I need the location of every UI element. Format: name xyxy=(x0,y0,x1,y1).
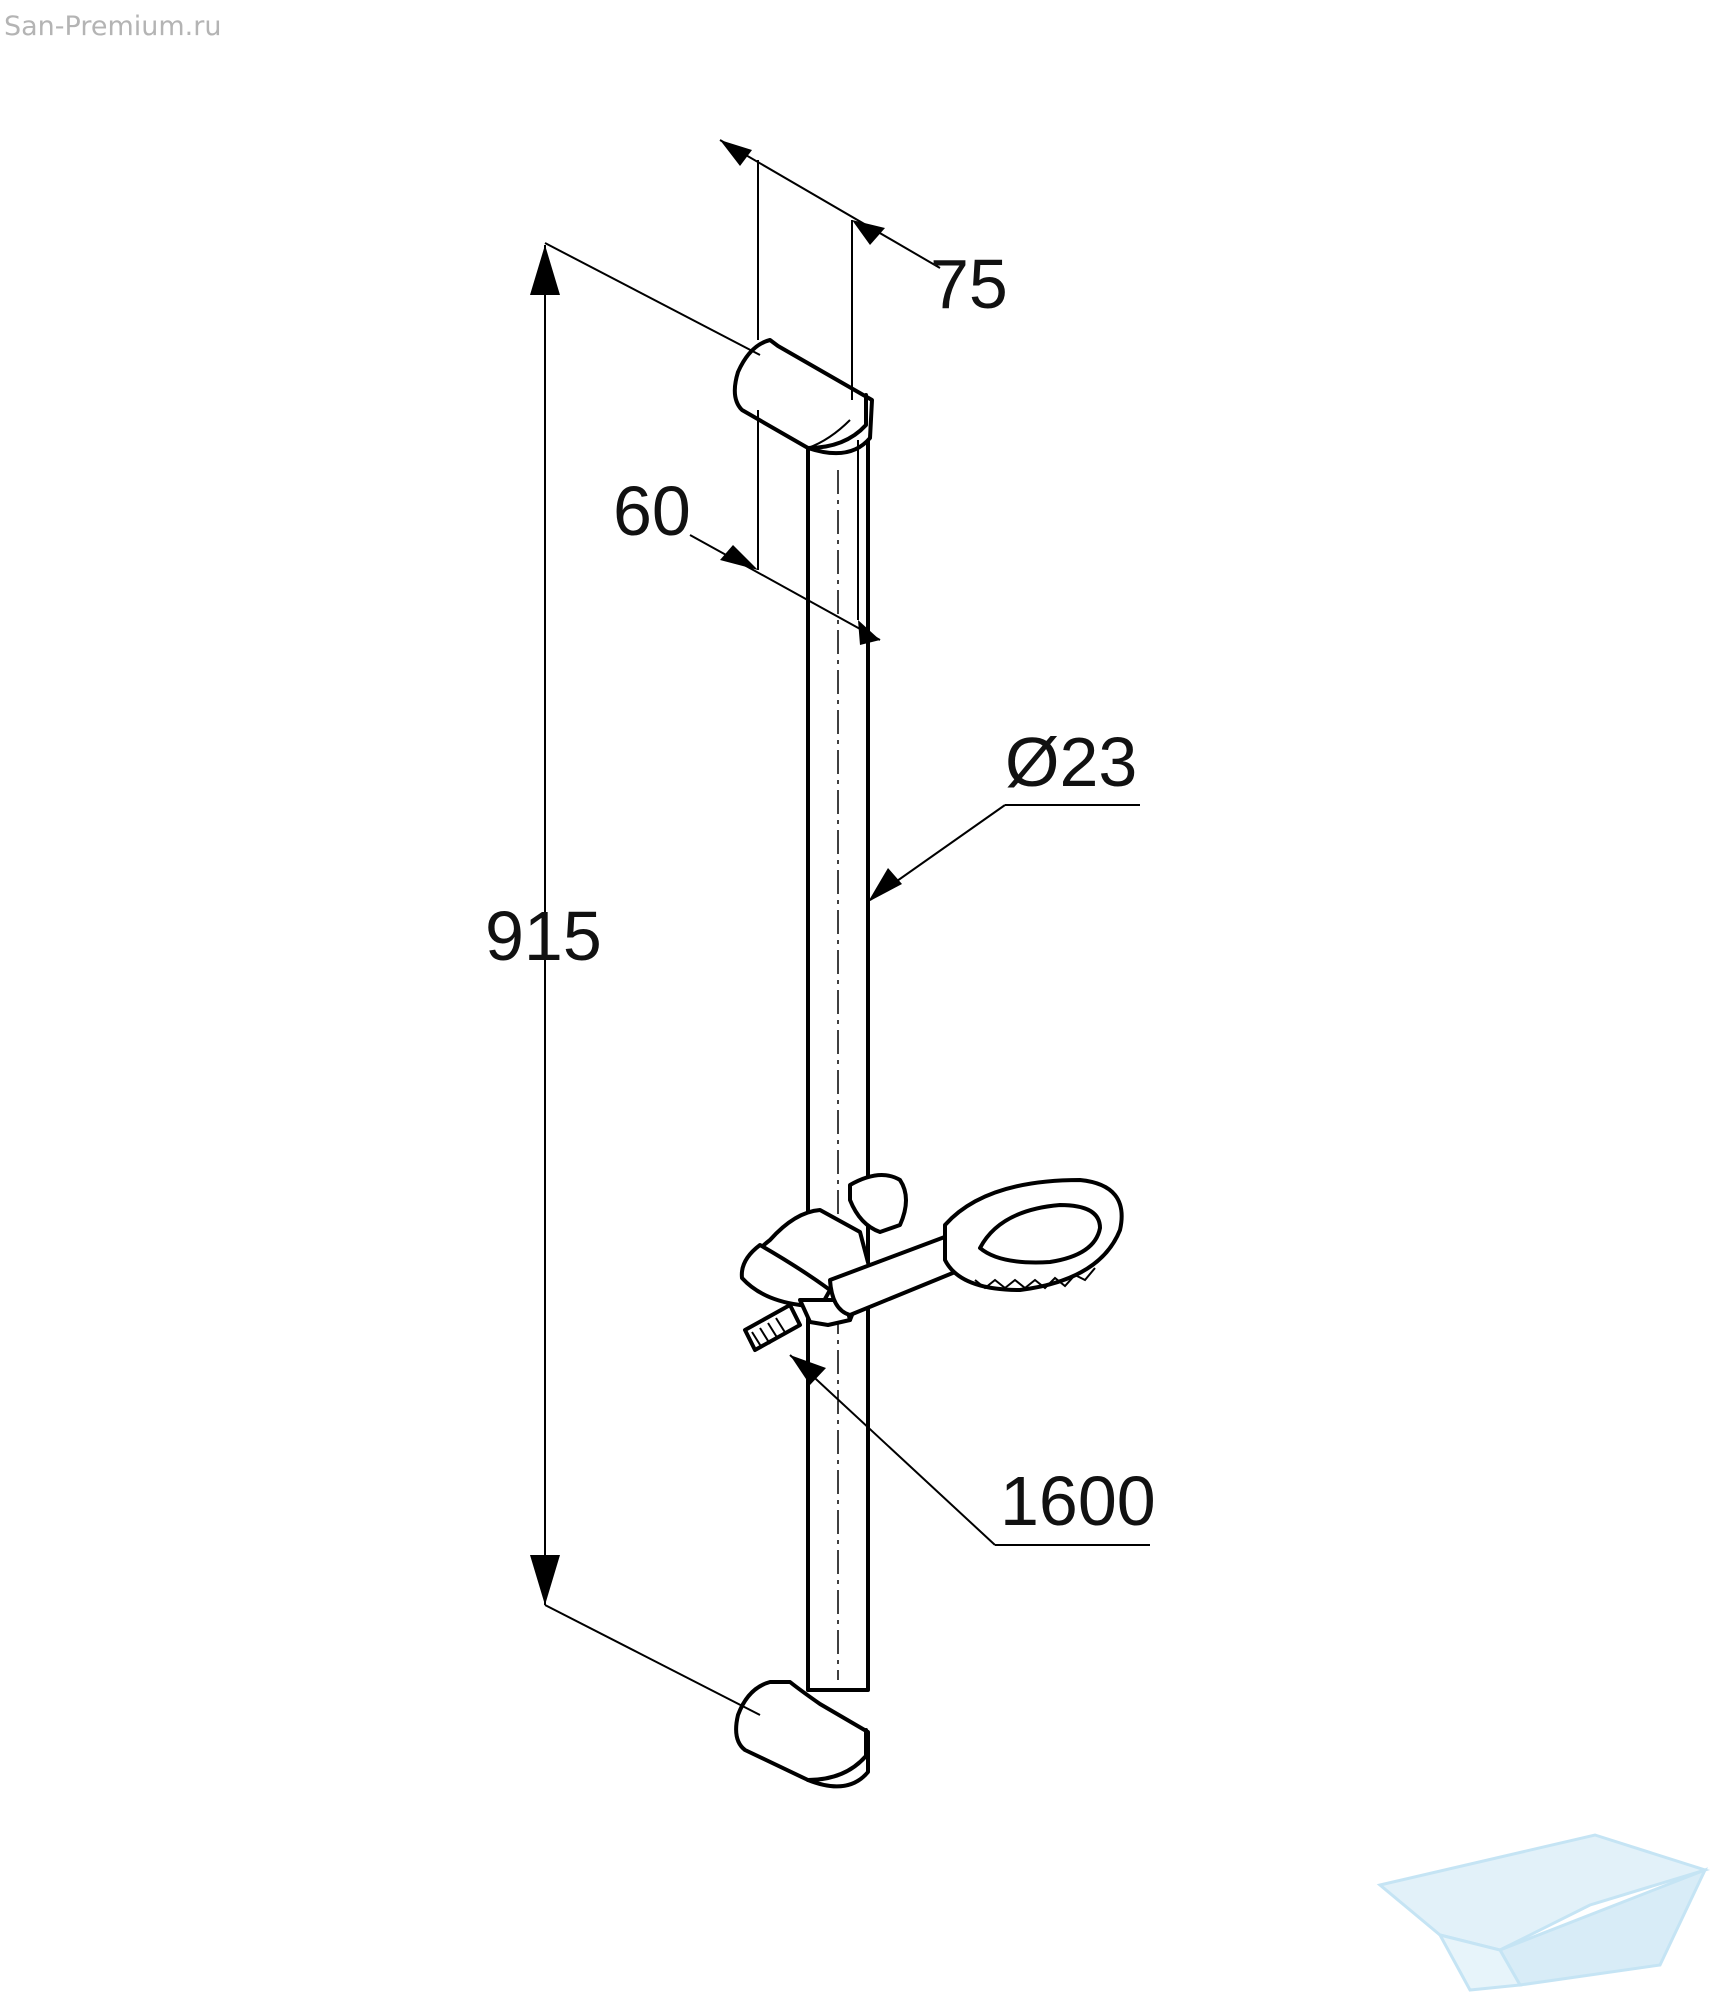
dimension-lines xyxy=(530,139,1150,1716)
bottom-wall-bracket xyxy=(734,1680,870,1789)
dimension-width-label: 75 xyxy=(930,245,1008,323)
dimension-depth-label: 60 xyxy=(613,472,691,550)
brand-logo-watermark xyxy=(1376,1833,1711,1992)
dimension-hose-label: 1600 xyxy=(1000,1462,1156,1540)
dimension-height-label: 915 xyxy=(485,897,602,975)
top-wall-bracket xyxy=(732,338,874,456)
hose-connector xyxy=(743,1303,802,1352)
site-watermark: San-Premium.ru xyxy=(4,11,221,42)
dimension-diameter-label: Ø23 xyxy=(1005,723,1137,801)
hand-shower xyxy=(828,1178,1124,1317)
